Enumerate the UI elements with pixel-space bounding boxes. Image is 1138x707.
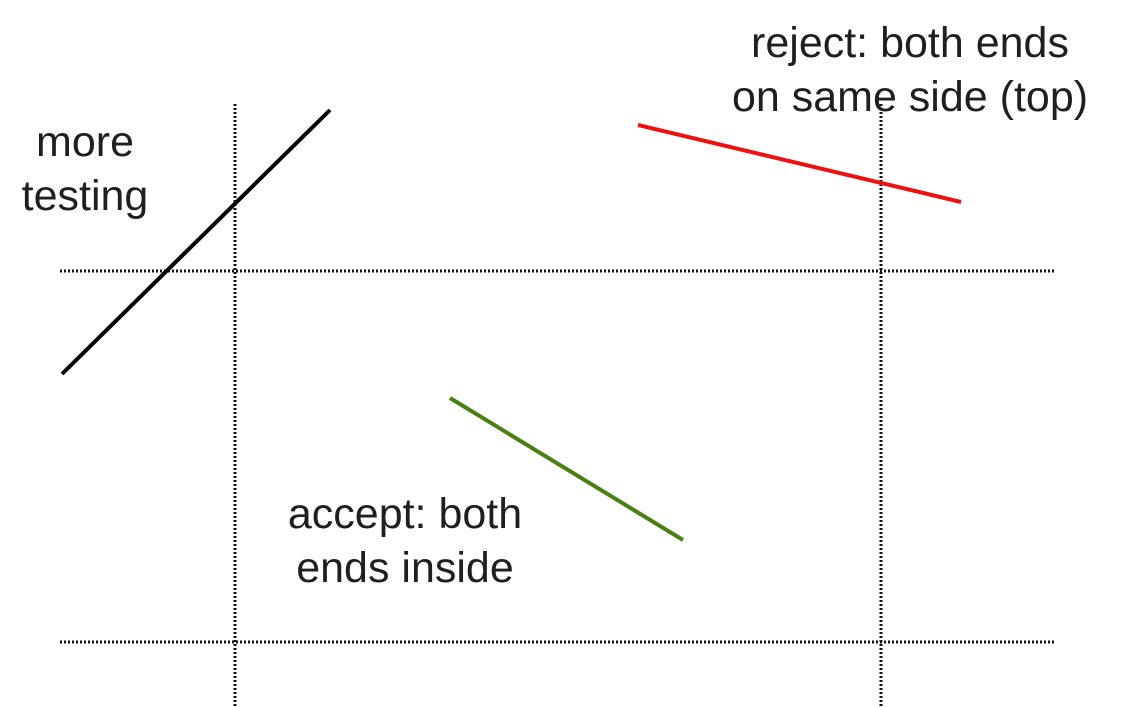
reject-label-line-1: reject: both ends [751,19,1069,67]
accept-label: accept: both ends inside [240,487,570,595]
accept-segment [448,396,685,542]
more-testing-label: more testing [0,115,170,223]
accept-label-line-2: ends inside [296,544,514,592]
reject-segment [637,123,962,204]
accept-label-line-1: accept: both [287,490,523,538]
reject-label: reject: both ends on same side (top) [690,16,1130,124]
reject-label-line-2: on same side (top) [731,73,1089,121]
clip-boundaries [60,104,1056,707]
more-testing-label-line-2: testing [21,172,149,220]
more-testing-label-line-1: more [36,118,134,166]
more-testing-segment [60,108,332,376]
